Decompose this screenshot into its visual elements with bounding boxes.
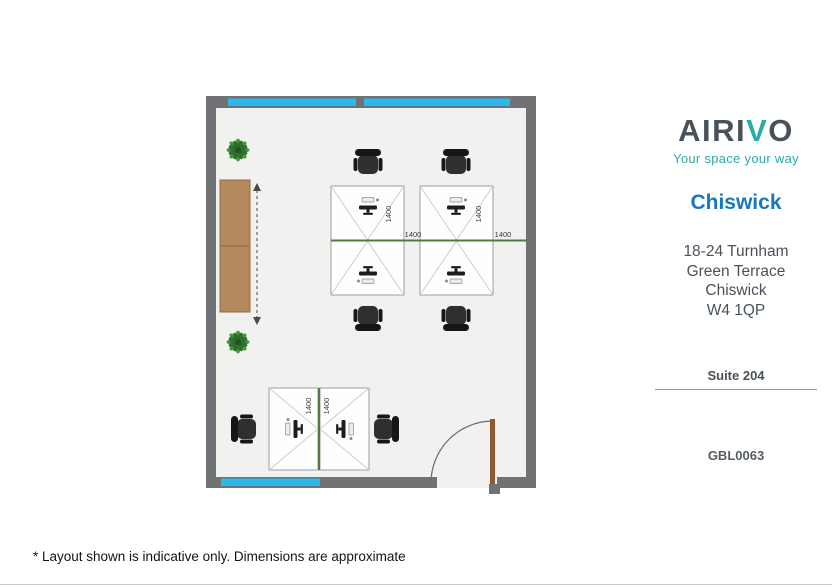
entrance-door <box>430 419 500 494</box>
logo-text-end: O <box>768 113 794 148</box>
desk-fold-marks <box>330 185 494 296</box>
desk-dimension-label: 1400 <box>474 206 483 223</box>
brand-tagline: Your space your way <box>673 151 799 167</box>
desk-dimension-label: 1400 <box>495 230 512 239</box>
address-line: 18-24 Turnham <box>683 243 789 261</box>
airivo-logo: AIRIVO <box>644 113 828 148</box>
plant-icon <box>226 138 250 162</box>
address-line: Green Terrace <box>686 262 786 280</box>
layout-disclaimer: * Layout shown is indicative only. Dimen… <box>33 549 406 564</box>
clearance-arrow <box>253 183 261 325</box>
desk-dimension-label: 1400 <box>322 398 331 415</box>
dimension-labels: 1400 1400 1400 1400 1400 1400 <box>304 206 511 415</box>
desk-dimension-label: 1400 <box>405 230 422 239</box>
desk-fold-marks <box>268 387 370 471</box>
suite-label: Suite 204 <box>707 368 765 384</box>
info-panel: AIRIVO Your space your way Chiswick 18-2… <box>644 0 828 463</box>
plant-icon <box>226 330 250 354</box>
property-code: GBL0063 <box>707 448 765 464</box>
window-glazing <box>221 98 510 486</box>
address-line: W4 1QP <box>706 301 766 319</box>
divider-line <box>655 389 817 391</box>
desk-cluster-south <box>231 387 399 471</box>
door-leaf <box>490 419 495 485</box>
desk-dimension-label: 1400 <box>304 398 313 415</box>
door-hinge-block <box>489 484 500 494</box>
address-line: Chiswick <box>705 282 767 300</box>
location-name: Chiswick <box>690 191 782 215</box>
desk-dimension-label: 1400 <box>384 206 393 223</box>
logo-text: AIRI <box>678 113 747 148</box>
address-block: 18-24 Turnham Green Terrace Chiswick W4 … <box>644 242 828 320</box>
desk-cluster-main <box>330 149 526 331</box>
storage-cabinet <box>219 179 251 313</box>
sheet-bottom-edge <box>0 584 832 585</box>
logo-accent-letter: V <box>746 113 769 148</box>
